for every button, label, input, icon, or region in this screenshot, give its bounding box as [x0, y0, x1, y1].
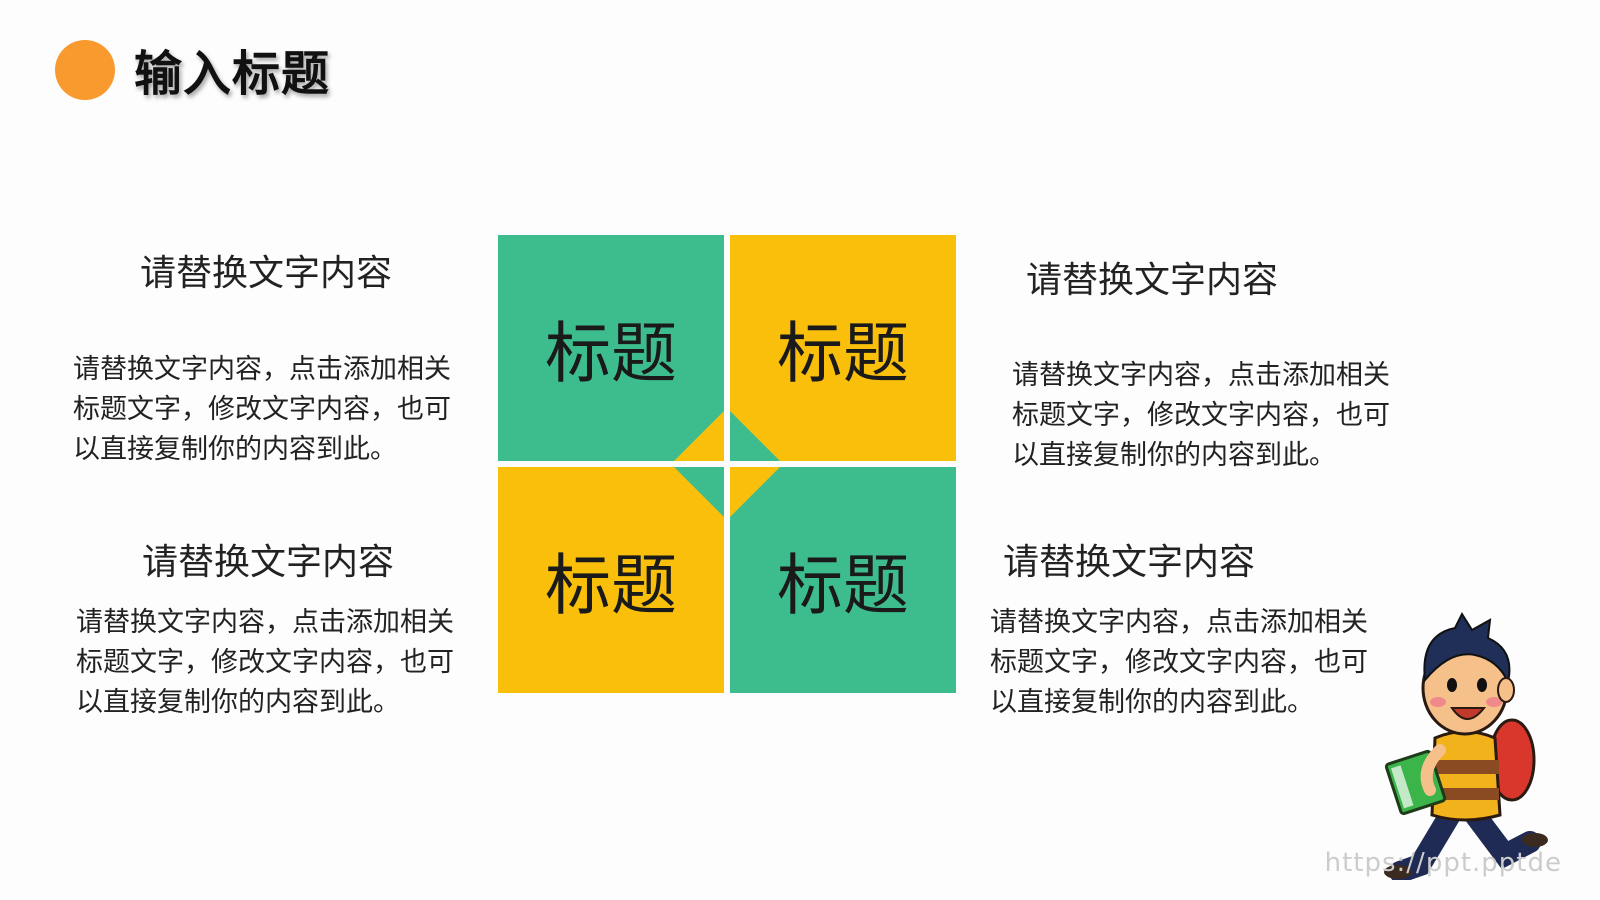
tile-bottom-right-label: 标题	[777, 547, 909, 624]
bottom-right-line-2: 标题文字，修改文字内容，也可	[990, 647, 1368, 678]
top-left-heading: 请替换文字内容	[140, 253, 393, 294]
bottom-right-line-1: 请替换文字内容，点击添加相关	[990, 607, 1368, 638]
top-right-line-2: 标题文字，修改文字内容，也可	[1012, 400, 1390, 431]
top-left-line-1: 请替换文字内容，点击添加相关	[73, 354, 451, 385]
top-left-line-2: 标题文字，修改文字内容，也可	[73, 394, 451, 425]
center-diamond-accent	[674, 411, 780, 517]
bottom-right-line-3: 以直接复制你的内容到此。	[990, 687, 1314, 718]
tile-top-right-label: 标题	[777, 315, 909, 392]
bottom-right-body: 请替换文字内容，点击添加相关 标题文字，修改文字内容，也可 以直接复制你的内容到…	[990, 603, 1410, 723]
bottom-left-line-2: 标题文字，修改文字内容，也可	[76, 647, 454, 678]
bottom-left-heading: 请替换文字内容	[142, 542, 395, 583]
bottom-left-line-1: 请替换文字内容，点击添加相关	[76, 607, 454, 638]
top-right-line-1: 请替换文字内容，点击添加相关	[1012, 360, 1390, 391]
top-left-line-3: 以直接复制你的内容到此。	[73, 434, 397, 465]
tile-bottom-left-label: 标题	[545, 547, 677, 624]
bottom-right-heading: 请替换文字内容	[1003, 542, 1256, 583]
top-right-line-3: 以直接复制你的内容到此。	[1012, 440, 1336, 471]
diamond-wedge-yellow-lower	[730, 467, 780, 517]
watermark-text: https://ppt.pptde	[1324, 848, 1562, 878]
diamond-wedge-green-upper	[730, 411, 780, 461]
title-bullet-dot	[55, 40, 115, 100]
top-right-heading: 请替换文字内容	[1026, 260, 1279, 301]
tile-bottom-right: 标题	[730, 467, 956, 693]
top-right-body: 请替换文字内容，点击添加相关 标题文字，修改文字内容，也可 以直接复制你的内容到…	[1012, 356, 1432, 476]
tile-top-left: 标题	[498, 235, 724, 461]
student-mascot-illustration	[1384, 611, 1548, 880]
bottom-left-body: 请替换文字内容，点击添加相关 标题文字，修改文字内容，也可 以直接复制你的内容到…	[76, 603, 496, 723]
bottom-left-line-3: 以直接复制你的内容到此。	[76, 687, 400, 718]
top-left-body: 请替换文字内容，点击添加相关 标题文字，修改文字内容，也可 以直接复制你的内容到…	[73, 350, 493, 470]
diamond-wedge-yellow-upper	[674, 411, 724, 461]
diamond-wedge-green-lower	[674, 467, 724, 517]
tile-bottom-left: 标题	[498, 467, 724, 693]
tile-top-left-label: 标题	[545, 315, 677, 392]
tile-top-right: 标题	[730, 235, 956, 461]
page-title: 输入标题	[134, 46, 331, 102]
